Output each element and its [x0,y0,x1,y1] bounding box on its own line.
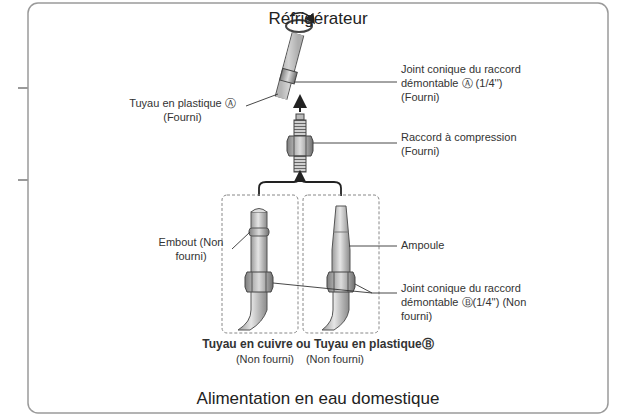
tab-mark [18,179,28,181]
copper-pipe-embout [238,209,273,331]
option-frame [303,195,379,333]
option-frame [222,195,298,333]
part-label: Ampoule [401,239,501,253]
tab-mark [18,87,28,89]
assembly-arrow [299,101,301,112]
pipe-label: Tuyau en cuivre ou Tuyau en plastiqueⒷ [148,337,488,352]
part-label: Embout (Non fourni) [150,236,232,264]
part-label: Joint conique du raccord démontable Ⓑ(1/… [401,282,543,324]
frame [28,3,608,413]
supply-note: (Non fourni) [300,353,370,367]
heading-label: Réfrigérateur [218,8,418,30]
compression-fitting [287,114,313,172]
part-label: Joint conique du raccord démontable Ⓐ (1… [401,63,526,105]
part-label: Tuyau en plastique Ⓐ (Fourni) [120,97,245,125]
plastic-tube-b-ampoule [322,206,355,330]
supply-note: (Non fourni) [230,353,300,367]
assembly-arrow [259,176,341,196]
leader-line [232,82,397,293]
heading-label: Alimentation en eau domestique [168,388,468,410]
part-label: Raccord à compression (Fourni) [401,131,529,159]
